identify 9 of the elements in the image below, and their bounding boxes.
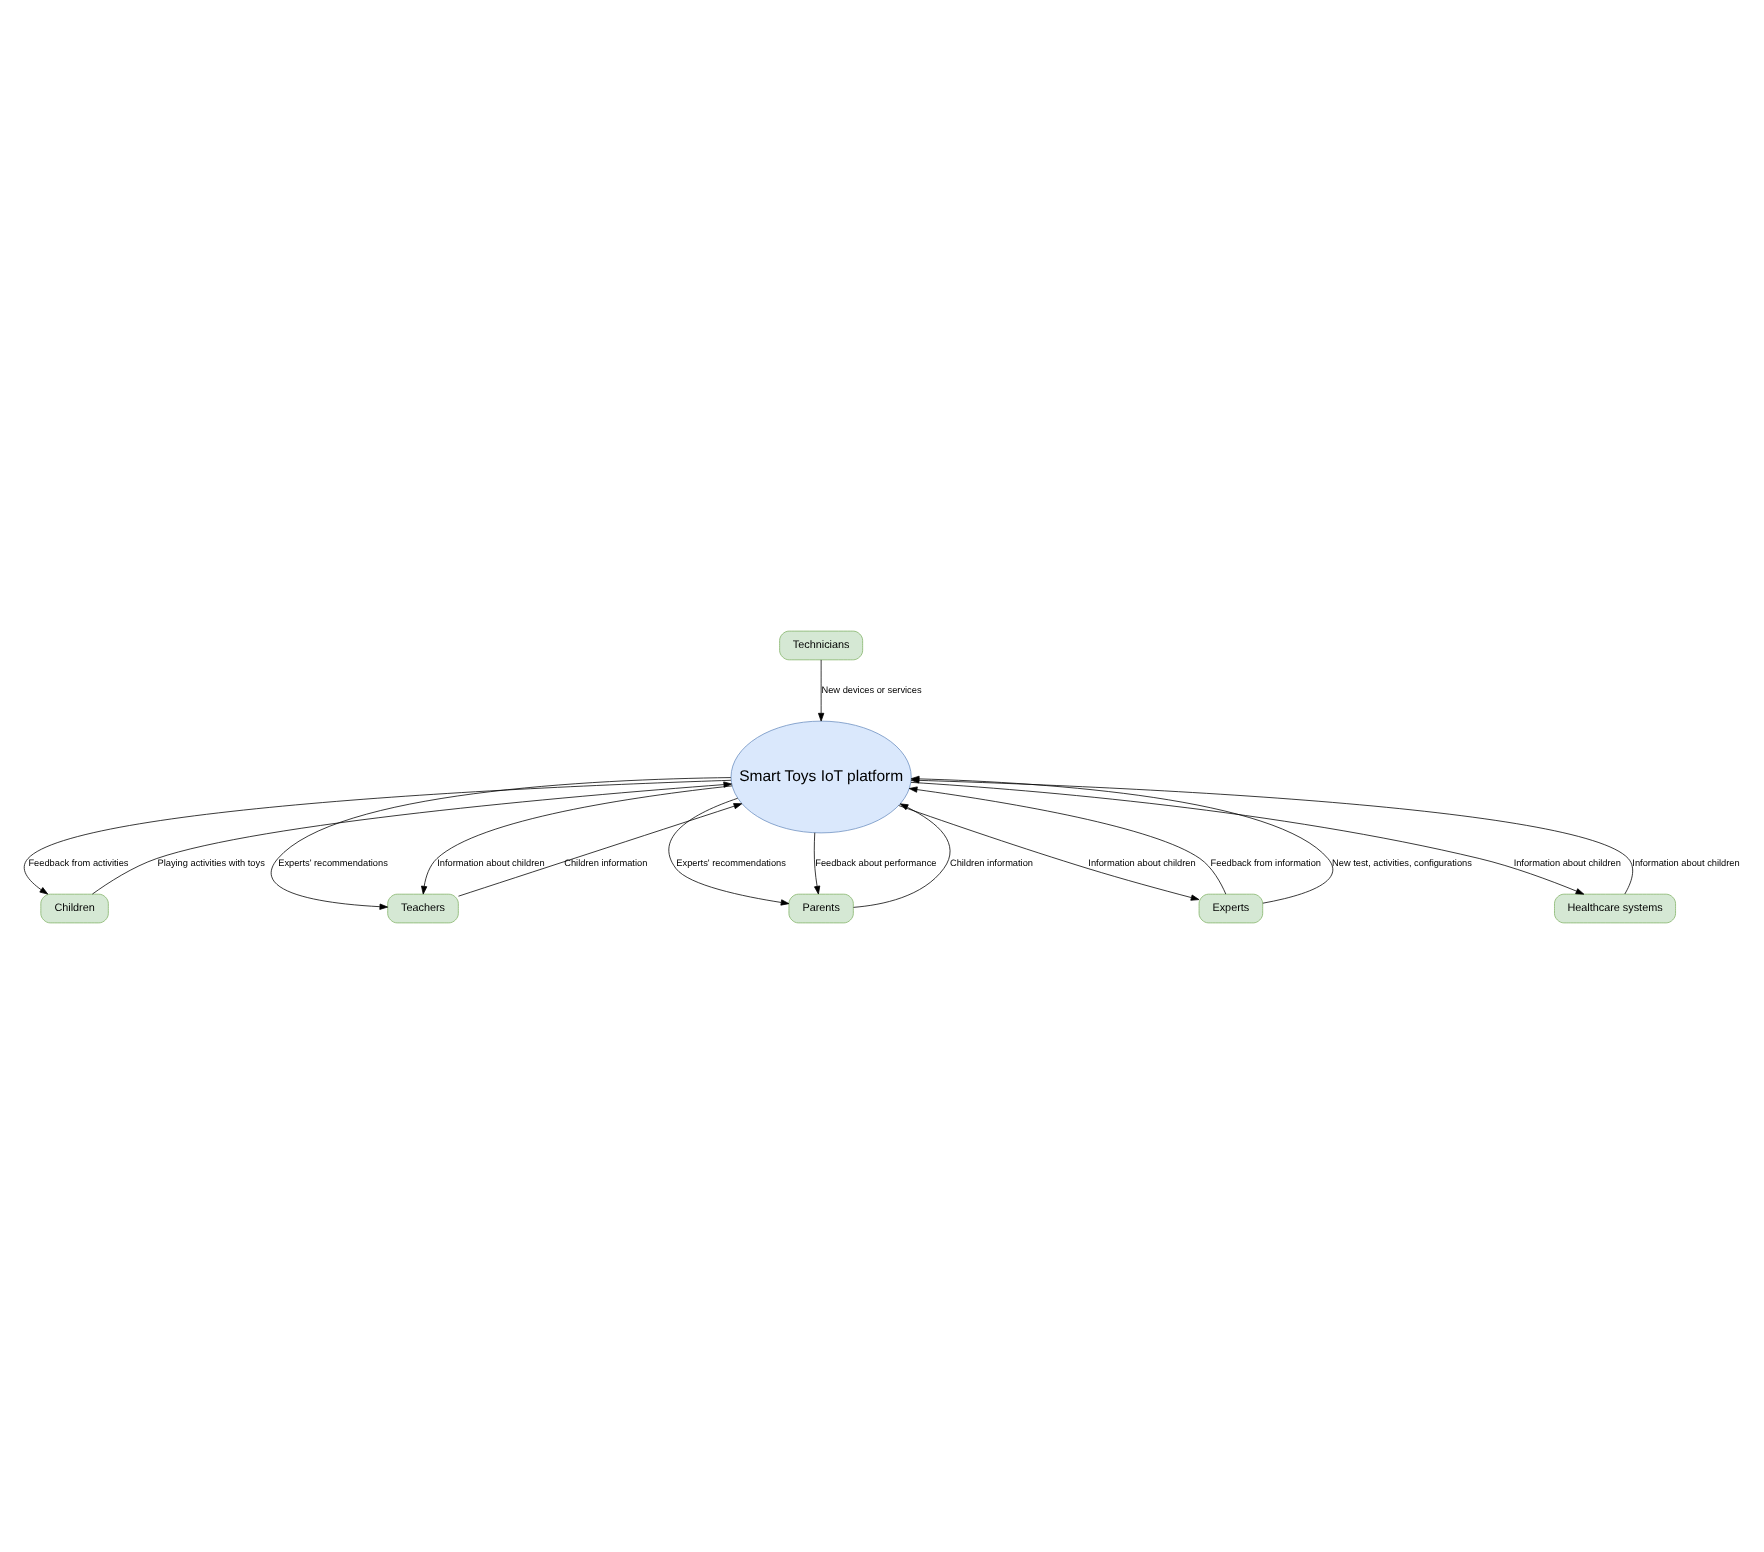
arrow [421,784,733,894]
arrow [668,796,790,905]
arrow [813,831,821,894]
arrow [458,802,743,896]
arrow [853,802,951,907]
arrow [898,804,1200,900]
arrow [270,776,732,909]
arrow [908,785,1227,894]
arrow [818,658,825,721]
